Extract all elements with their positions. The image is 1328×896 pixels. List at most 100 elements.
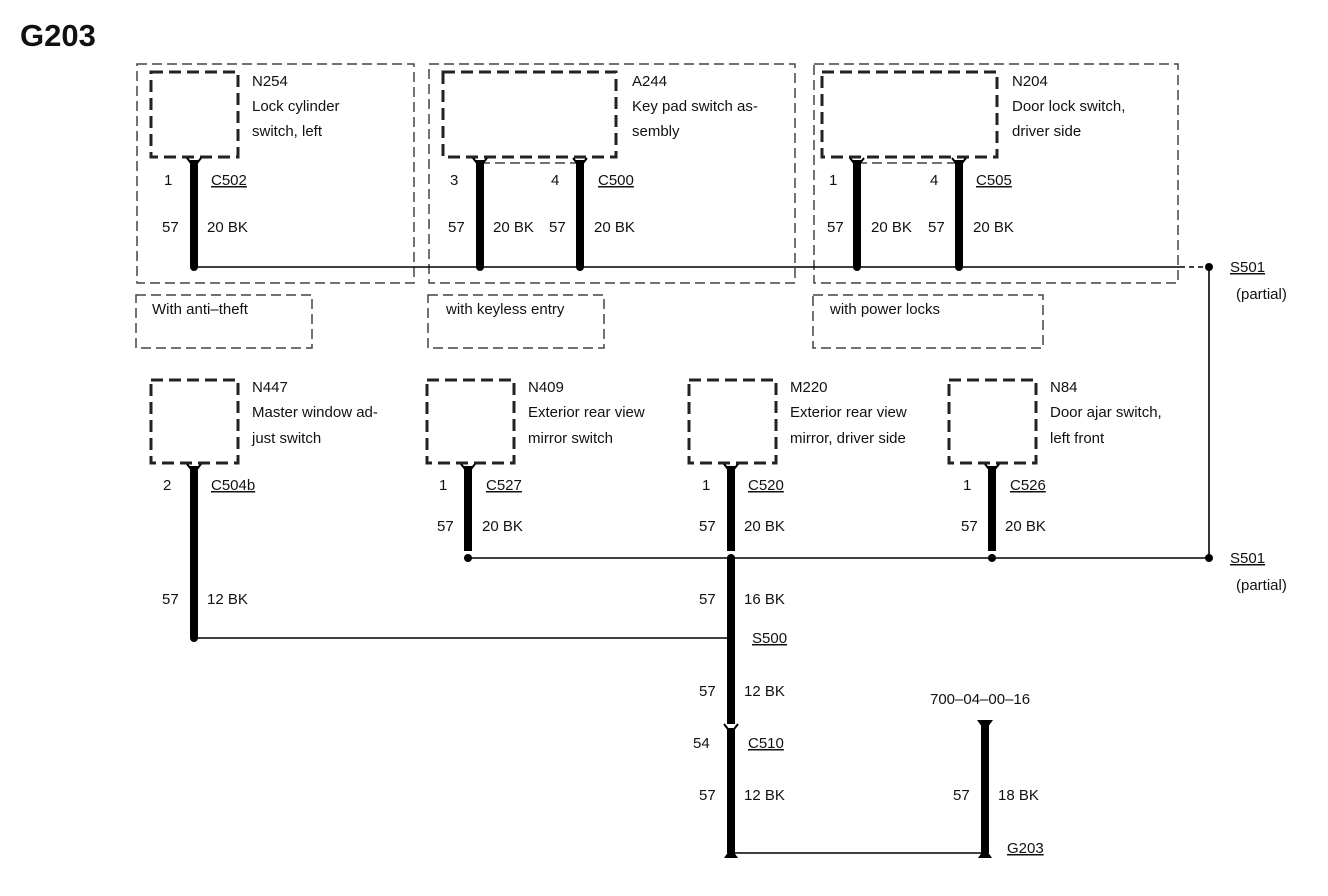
- n254-connector: C502: [211, 172, 247, 189]
- component-n204: [820, 70, 999, 159]
- n447-circuit: 57: [162, 591, 179, 608]
- n254-circuit: 57: [162, 219, 179, 236]
- ground-circuit: 57: [953, 787, 970, 804]
- n447-connector: C504b: [211, 477, 255, 494]
- component-a244: [441, 70, 618, 159]
- option-label-power-locks: with power locks: [829, 301, 940, 318]
- n447-pin: 2: [163, 477, 171, 494]
- option-box-keyless-entry: [427, 294, 605, 349]
- n84-circuit: 57: [961, 518, 978, 535]
- option-box-power-locks: [812, 294, 1044, 349]
- n84-name-line1: Door ajar switch,: [1050, 404, 1162, 421]
- splice-dot: [190, 263, 198, 271]
- n254-name-line2: switch, left: [252, 123, 323, 140]
- trunk-seg1-circuit: 57: [699, 591, 716, 608]
- ground-terminal-icon: [724, 848, 738, 858]
- n409-id: N409: [528, 379, 564, 396]
- option-label-keyless-entry: with keyless entry: [445, 301, 565, 318]
- n409-pin: 1: [439, 477, 447, 494]
- group-box-n204: [813, 63, 1179, 284]
- trunk-seg1-wire: 16 BK: [744, 591, 785, 608]
- trunk-seg2-circuit: 57: [699, 683, 716, 700]
- a244-id: A244: [632, 73, 667, 90]
- n254-pin: 1: [164, 172, 172, 189]
- n84-id: N84: [1050, 379, 1078, 396]
- component-n447: [149, 378, 240, 465]
- ground-location-ref: 700–04–00–16: [930, 691, 1030, 708]
- n409-name-line2: mirror switch: [528, 430, 613, 447]
- n447-name-line1: Master window ad-: [252, 404, 378, 421]
- a244-wire-spec-1: 20 BK: [493, 219, 534, 236]
- s501-mid-note: (partial): [1236, 577, 1287, 594]
- n204-connector: C505: [976, 172, 1012, 189]
- n204-name-line1: Door lock switch,: [1012, 98, 1125, 115]
- s501-top-note: (partial): [1236, 286, 1287, 303]
- splice-dot: [190, 634, 198, 642]
- s500-label: S500: [752, 630, 787, 647]
- c510-connector: C510: [748, 735, 784, 752]
- n204-circuit-2: 57: [928, 219, 945, 236]
- n84-connector: C526: [1010, 477, 1046, 494]
- m220-connector: C520: [748, 477, 784, 494]
- trunk-seg3-wire: 12 BK: [744, 787, 785, 804]
- a244-circuit-2: 57: [549, 219, 566, 236]
- option-box-anti-theft: [135, 294, 313, 349]
- m220-pin: 1: [702, 477, 710, 494]
- n409-connector: C527: [486, 477, 522, 494]
- a244-pin-1: 3: [450, 172, 458, 189]
- splice-dot: [853, 263, 861, 271]
- n254-id: N254: [252, 73, 288, 90]
- group-box-a244: [428, 63, 796, 284]
- n447-id: N447: [252, 379, 288, 396]
- m220-wire-spec: 20 BK: [744, 518, 785, 535]
- n204-wire-spec-1: 20 BK: [871, 219, 912, 236]
- splice-dot: [476, 263, 484, 271]
- n84-name-line2: left front: [1050, 430, 1105, 447]
- ground-terminal-icon: [978, 848, 992, 858]
- trunk-seg3-circuit: 57: [699, 787, 716, 804]
- n204-pin-1: 1: [829, 172, 837, 189]
- diagram-title: G203: [20, 18, 96, 53]
- n447-name-line2: just switch: [251, 430, 321, 447]
- n204-circuit-1: 57: [827, 219, 844, 236]
- n254-name-line1: Lock cylinder: [252, 98, 340, 115]
- splice-dot: [464, 554, 472, 562]
- ground-id: G203: [1007, 840, 1044, 857]
- splice-dot: [955, 263, 963, 271]
- m220-circuit: 57: [699, 518, 716, 535]
- component-n84: [947, 378, 1038, 465]
- component-n409: [425, 378, 516, 465]
- ground-wire-spec: 18 BK: [998, 787, 1039, 804]
- n84-wire-spec: 20 BK: [1005, 518, 1046, 535]
- m220-id: M220: [790, 379, 828, 396]
- s501-top-label: S501: [1230, 259, 1265, 276]
- c510-pin: 54: [693, 735, 710, 752]
- option-label-anti-theft: With anti–theft: [152, 301, 249, 318]
- m220-name-line2: mirror, driver side: [790, 430, 906, 447]
- n204-id: N204: [1012, 73, 1048, 90]
- s501-mid-label: S501: [1230, 550, 1265, 567]
- component-n254: [149, 70, 240, 159]
- s501-mid-dot: [1205, 554, 1213, 562]
- a244-connector: C500: [598, 172, 634, 189]
- n447-wire-spec: 12 BK: [207, 591, 248, 608]
- n254-wire-spec: 20 BK: [207, 219, 248, 236]
- n409-name-line1: Exterior rear view: [528, 404, 645, 421]
- m220-name-line1: Exterior rear view: [790, 404, 907, 421]
- splice-dot: [576, 263, 584, 271]
- n84-pin: 1: [963, 477, 971, 494]
- a244-pin-2: 4: [551, 172, 559, 189]
- n409-wire-spec: 20 BK: [482, 518, 523, 535]
- a244-circuit-1: 57: [448, 219, 465, 236]
- n204-name-line2: driver side: [1012, 123, 1081, 140]
- trunk-seg2-wire: 12 BK: [744, 683, 785, 700]
- n204-wire-spec-2: 20 BK: [973, 219, 1014, 236]
- splice-dot: [988, 554, 996, 562]
- group-box-n254: [136, 63, 415, 284]
- n409-circuit: 57: [437, 518, 454, 535]
- a244-wire-spec-2: 20 BK: [594, 219, 635, 236]
- a244-name-line2: sembly: [632, 123, 680, 140]
- component-m220: [687, 378, 778, 465]
- n204-pin-2: 4: [930, 172, 938, 189]
